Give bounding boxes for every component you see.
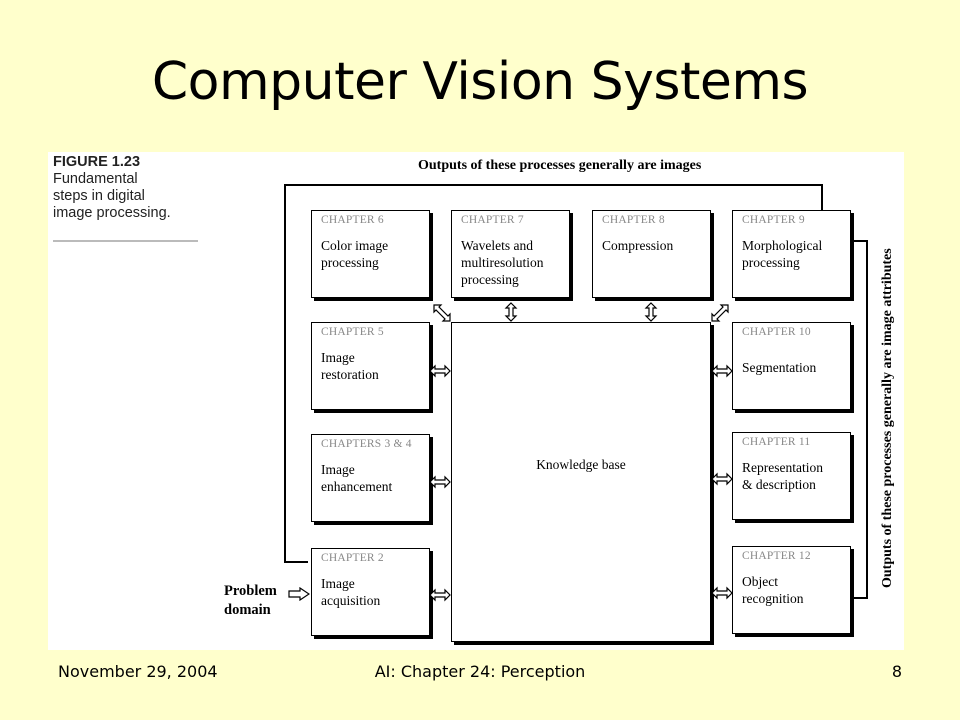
process-box-segmentation: CHAPTER 10 Segmentation — [732, 322, 851, 410]
process-box-enhancement: CHAPTERS 3 & 4 Image enhancement — [311, 434, 430, 522]
double-arrow-icon — [429, 475, 451, 489]
process-title: Segmentation — [742, 360, 817, 375]
chapter-label: CHAPTER 11 — [742, 436, 811, 448]
diagonal-double-arrow-icon — [711, 304, 729, 322]
knowledge-base-box: Knowledge base — [451, 322, 711, 642]
chapter-label: CHAPTER 10 — [742, 326, 811, 338]
double-arrow-icon — [711, 364, 733, 378]
figure: FIGURE 1.23 Fundamental steps in digital… — [48, 152, 904, 650]
right-arrow-icon — [288, 587, 310, 601]
process-title: Image acquisition — [321, 576, 381, 608]
chapter-label: CHAPTER 12 — [742, 550, 811, 562]
process-box-wavelets: CHAPTER 7 Wavelets and multiresolution p… — [451, 210, 570, 298]
footer-date: November 29, 2004 — [58, 662, 218, 681]
process-box-morphological: CHAPTER 9 Morphological processing — [732, 210, 851, 298]
caption-divider — [53, 240, 198, 242]
process-title: Morphological processing — [742, 238, 823, 270]
chapter-label: CHAPTER 9 — [742, 214, 805, 226]
problem-domain-label: Problem domain — [224, 583, 277, 618]
process-box-color-image: CHAPTER 6 Color image processing — [311, 210, 430, 298]
double-arrow-icon — [429, 364, 451, 378]
knowledge-base-label: Knowledge base — [536, 457, 626, 472]
double-arrow-icon — [711, 586, 733, 600]
right-bracket-top — [852, 240, 868, 242]
process-title: Representation & description — [742, 460, 823, 492]
chapter-label: CHAPTER 6 — [321, 214, 384, 226]
process-title: Wavelets and multiresolution processing — [461, 238, 544, 287]
top-bracket-foot — [284, 561, 308, 563]
double-arrow-icon — [711, 472, 733, 486]
process-title: Image restoration — [321, 350, 379, 382]
side-output-label: Outputs of these processes generally are… — [880, 248, 895, 588]
right-bracket-bottom — [852, 597, 868, 599]
top-bracket-right — [821, 184, 823, 210]
right-bracket-vertical — [866, 240, 868, 598]
process-box-recognition: CHAPTER 12 Object recognition — [732, 546, 851, 634]
process-title: Color image processing — [321, 238, 389, 270]
process-title: Compression — [602, 238, 674, 253]
process-box-acquisition: CHAPTER 2 Image acquisition — [311, 548, 430, 636]
double-arrow-icon — [429, 588, 451, 602]
chapter-label: CHAPTER 7 — [461, 214, 524, 226]
chapter-label: CHAPTER 8 — [602, 214, 665, 226]
chapter-label: CHAPTERS 3 & 4 — [321, 438, 412, 450]
figure-caption: FIGURE 1.23 Fundamental steps in digital… — [53, 154, 198, 222]
chapter-label: CHAPTER 2 — [321, 552, 384, 564]
top-output-label: Outputs of these processes generally are… — [418, 158, 702, 173]
footer-title: AI: Chapter 24: Perception — [374, 662, 586, 681]
figure-number: FIGURE 1.23 — [53, 154, 141, 170]
process-box-compression: CHAPTER 8 Compression — [592, 210, 711, 298]
diagonal-double-arrow-icon — [433, 304, 451, 322]
process-title: Object recognition — [742, 574, 804, 606]
process-title: Image enhancement — [321, 462, 393, 494]
slide-title: Computer Vision Systems — [151, 52, 809, 112]
top-bracket-horizontal — [284, 184, 822, 186]
top-bracket-left — [284, 184, 286, 562]
figure-caption-text: Fundamental steps in digital image proce… — [53, 171, 171, 221]
chapter-label: CHAPTER 5 — [321, 326, 384, 338]
vertical-double-arrow-icon — [644, 302, 658, 322]
vertical-double-arrow-icon — [504, 302, 518, 322]
process-box-representation: CHAPTER 11 Representation & description — [732, 432, 851, 520]
page-number: 8 — [891, 662, 902, 681]
process-box-restoration: CHAPTER 5 Image restoration — [311, 322, 430, 410]
